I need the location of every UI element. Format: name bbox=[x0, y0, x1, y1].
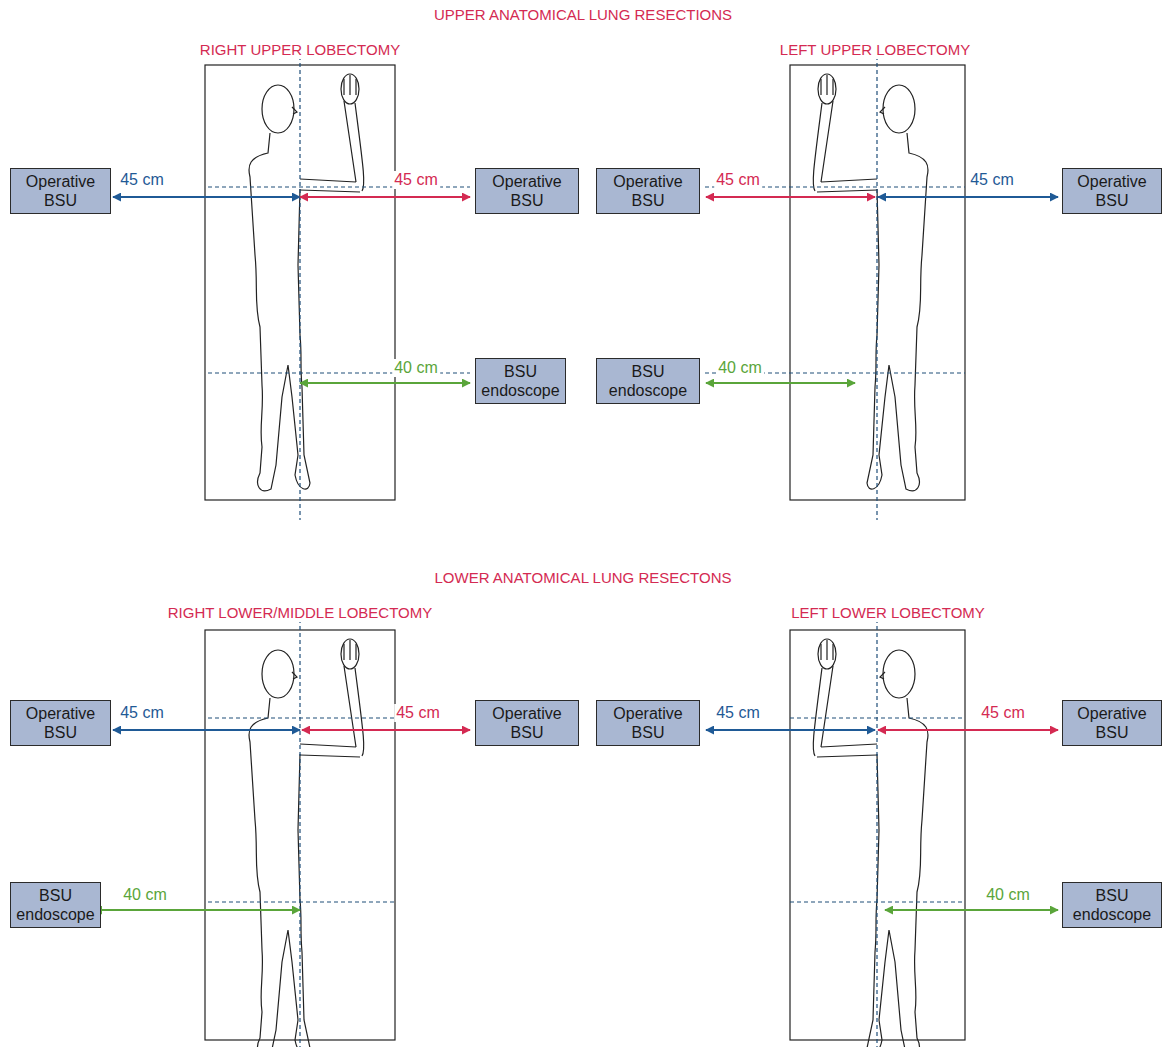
equipment-box: Operative BSU bbox=[10, 168, 111, 214]
distance-label: 45 cm bbox=[979, 704, 1027, 722]
patient-figure bbox=[813, 639, 928, 1047]
section-heading: LEFT LOWER LOBECTOMY bbox=[789, 604, 987, 622]
distance-label: 45 cm bbox=[118, 171, 166, 189]
distance-label: 40 cm bbox=[984, 886, 1032, 904]
equipment-box: Operative BSU bbox=[475, 700, 579, 746]
distance-label: 40 cm bbox=[121, 886, 169, 904]
distance-label: 45 cm bbox=[118, 704, 166, 722]
distance-arrow bbox=[706, 196, 875, 198]
level-line bbox=[790, 717, 965, 718]
distance-arrow bbox=[302, 729, 470, 731]
distance-label: 45 cm bbox=[968, 171, 1016, 189]
table-panel bbox=[790, 605, 965, 1047]
distance-arrow bbox=[878, 196, 1058, 198]
patient-figure bbox=[249, 74, 364, 491]
equipment-box: Operative BSU bbox=[1062, 700, 1162, 746]
box-label: Operative BSU bbox=[1068, 704, 1156, 742]
level-line bbox=[208, 901, 395, 902]
table-panel bbox=[705, 42, 965, 520]
axis-line bbox=[876, 42, 877, 520]
level-line bbox=[790, 901, 965, 902]
level-line bbox=[208, 717, 395, 718]
box-label: BSU endoscope bbox=[481, 362, 560, 400]
distance-label: 40 cm bbox=[716, 359, 764, 377]
axis-line bbox=[299, 42, 300, 520]
section-heading: RIGHT LOWER/MIDDLE LOBECTOMY bbox=[166, 604, 435, 622]
box-label: Operative BSU bbox=[481, 172, 573, 210]
distance-label: 40 cm bbox=[392, 359, 440, 377]
table-panel bbox=[205, 42, 470, 520]
distance-label: 45 cm bbox=[714, 704, 762, 722]
section-heading: LEFT UPPER LOBECTOMY bbox=[778, 41, 972, 59]
section-heading: UPPER ANATOMICAL LUNG RESECTIONS bbox=[432, 6, 734, 24]
section-heading: LOWER ANATOMICAL LUNG RESECTONS bbox=[432, 569, 733, 587]
equipment-box: Operative BSU bbox=[596, 168, 700, 214]
distance-arrow bbox=[113, 196, 300, 198]
equipment-box: Operative BSU bbox=[1062, 168, 1162, 214]
axis-line bbox=[299, 605, 300, 1047]
patient-figure bbox=[813, 74, 928, 491]
distance-arrow bbox=[706, 382, 855, 384]
distance-arrow bbox=[300, 196, 470, 198]
distance-arrow bbox=[885, 909, 1058, 911]
distance-arrow bbox=[94, 909, 300, 911]
box-label: BSU endoscope bbox=[1068, 886, 1156, 924]
box-label: Operative BSU bbox=[481, 704, 573, 742]
axis-line bbox=[876, 605, 877, 1047]
equipment-box: BSU endoscope bbox=[475, 358, 566, 404]
box-label: Operative BSU bbox=[16, 704, 105, 742]
box-label: BSU endoscope bbox=[602, 362, 694, 400]
distance-label: 45 cm bbox=[392, 171, 440, 189]
equipment-box: BSU endoscope bbox=[1062, 882, 1162, 928]
equipment-box: BSU endoscope bbox=[596, 358, 700, 404]
distance-arrow bbox=[706, 729, 875, 731]
distance-arrow bbox=[113, 729, 300, 731]
box-label: Operative BSU bbox=[1068, 172, 1156, 210]
patient-figure bbox=[249, 639, 364, 1047]
equipment-box: BSU endoscope bbox=[10, 882, 101, 928]
box-label: Operative BSU bbox=[16, 172, 105, 210]
distance-arrow bbox=[300, 382, 470, 384]
distance-arrow bbox=[878, 729, 1058, 731]
section-heading: RIGHT UPPER LOBECTOMY bbox=[198, 41, 402, 59]
box-label: Operative BSU bbox=[602, 704, 694, 742]
equipment-box: Operative BSU bbox=[10, 700, 111, 746]
box-label: BSU endoscope bbox=[16, 886, 95, 924]
table-panel bbox=[205, 605, 395, 1047]
equipment-box: Operative BSU bbox=[596, 700, 700, 746]
box-label: Operative BSU bbox=[602, 172, 694, 210]
equipment-box: Operative BSU bbox=[475, 168, 579, 214]
distance-label: 45 cm bbox=[714, 171, 762, 189]
distance-label: 45 cm bbox=[394, 704, 442, 722]
